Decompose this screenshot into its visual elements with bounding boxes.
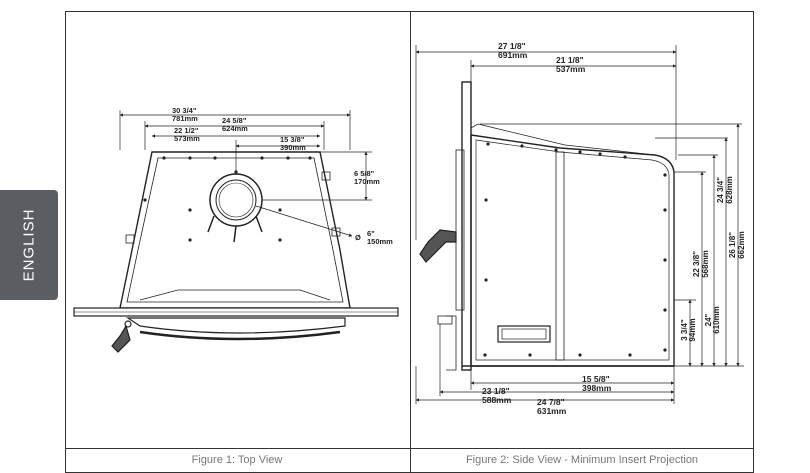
dim-back-height-in: 24 3/4": [716, 177, 725, 203]
dim-bottom-mid-mm: 588mm: [482, 395, 512, 405]
dim-width-inner-in: 22 1/2": [174, 126, 199, 135]
side-view-dimensions: [415, 45, 744, 404]
figure1-caption: Figure 1: Top View: [191, 454, 283, 466]
dim-bottom-mid-in: 23 1/8": [482, 386, 510, 396]
dim-width-total-mm: 781mm: [172, 114, 198, 123]
side-view-drawing: [419, 81, 675, 371]
dim-top-body-in: 21 1/8": [556, 55, 584, 65]
dim-depth-in: 6 5/8": [354, 169, 375, 178]
top-view-dimensions: [119, 110, 372, 237]
side-view-holes: [483, 142, 667, 357]
dim-width-mid-in: 24 5/8": [222, 116, 247, 125]
dim-top-total-mm: 691mm: [498, 50, 528, 60]
dim-total-height-mm: 662mm: [737, 231, 746, 259]
top-view-drawing: [73, 151, 399, 353]
dim-24-height-mm: 610mm: [712, 306, 721, 334]
dim-back-height-mm: 628mm: [725, 176, 734, 204]
dim-flue-dia-mm: 150mm: [367, 237, 393, 246]
dim-flue-dia-in: 6": [367, 229, 375, 238]
figure2-caption: Figure 2: Side View - Minimum Insert Pro…: [465, 454, 699, 466]
dim-flue-dia-symbol: Ø: [355, 233, 361, 242]
dim-top-body-mm: 537mm: [556, 64, 586, 74]
dim-flue-offset-mm: 390mm: [280, 143, 306, 152]
dim-depth-mm: 170mm: [354, 177, 380, 186]
dim-low-height-mm: 94mm: [688, 318, 697, 341]
dim-flue-offset-in: 15 3/8": [280, 135, 305, 144]
language-tab[interactable]: ENGLISH: [0, 190, 58, 300]
dim-bottom-total-mm: 631mm: [537, 406, 567, 416]
dim-mid-height-mm: 568mm: [701, 250, 710, 278]
dim-width-mid-mm: 624mm: [222, 124, 248, 133]
dim-bottom-total-in: 24 7/8": [537, 397, 565, 407]
dim-width-total-in: 30 3/4": [172, 106, 197, 115]
top-view-holes: [143, 156, 312, 242]
dim-bottom-projection-mm: 398mm: [582, 383, 612, 393]
dim-low-height-in: 3 3/4": [680, 319, 689, 341]
dim-width-inner-mm: 573mm: [174, 134, 200, 143]
dim-mid-height-in: 22 3/8": [692, 251, 701, 277]
dim-total-height-in: 26 1/8": [728, 232, 737, 258]
dim-bottom-projection-in: 15 5/8": [582, 374, 610, 384]
dim-24-height-in: 24": [704, 313, 713, 326]
dim-top-total-in: 27 1/8": [498, 41, 526, 51]
